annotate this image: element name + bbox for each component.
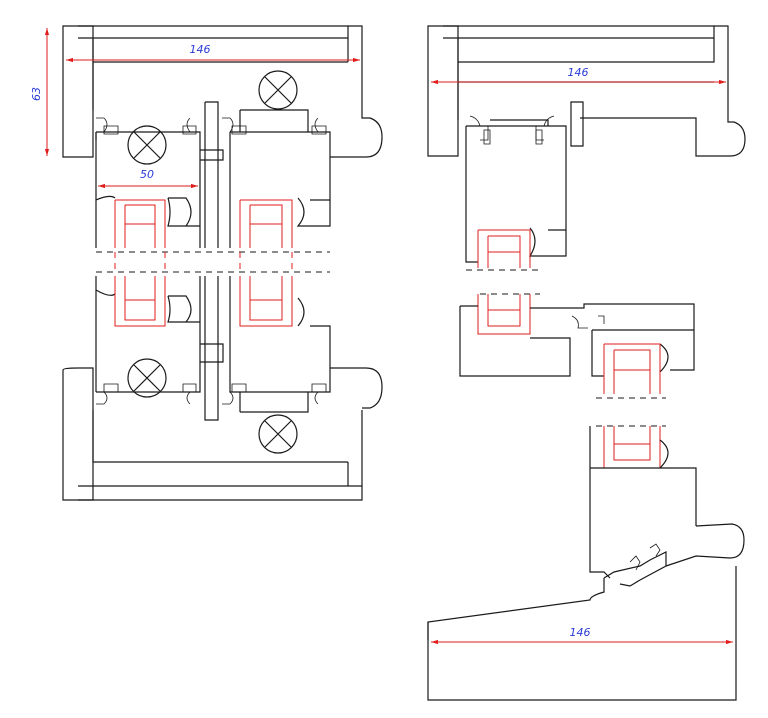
- left-top-frame: [62, 25, 383, 158]
- left-bottom-frame: [62, 367, 383, 501]
- left-bottom-sashes: [95, 276, 331, 454]
- left-bottom-glazing: [114, 276, 293, 327]
- dim-right-bottom-width: 146: [570, 626, 591, 639]
- right-bottom-drawing: 146: [427, 425, 745, 701]
- right-middle-drawing: [459, 293, 695, 399]
- dim-right-top-width: 146: [568, 66, 589, 79]
- dim-left-sash: 50: [140, 168, 154, 181]
- left-dimensions: 146 63 50: [30, 28, 360, 189]
- left-top-mullion: [200, 101, 224, 248]
- left-top-left-sash: [95, 117, 201, 248]
- right-top-drawing: 146: [427, 25, 746, 271]
- dim-left-width: 146: [190, 43, 211, 56]
- left-section-drawing: 146 63 50: [30, 25, 383, 501]
- dim-left-height: 63: [30, 87, 43, 101]
- left-break-lines: [96, 251, 330, 273]
- left-top-glazing: [114, 199, 293, 248]
- left-top-right-sash: [222, 70, 331, 248]
